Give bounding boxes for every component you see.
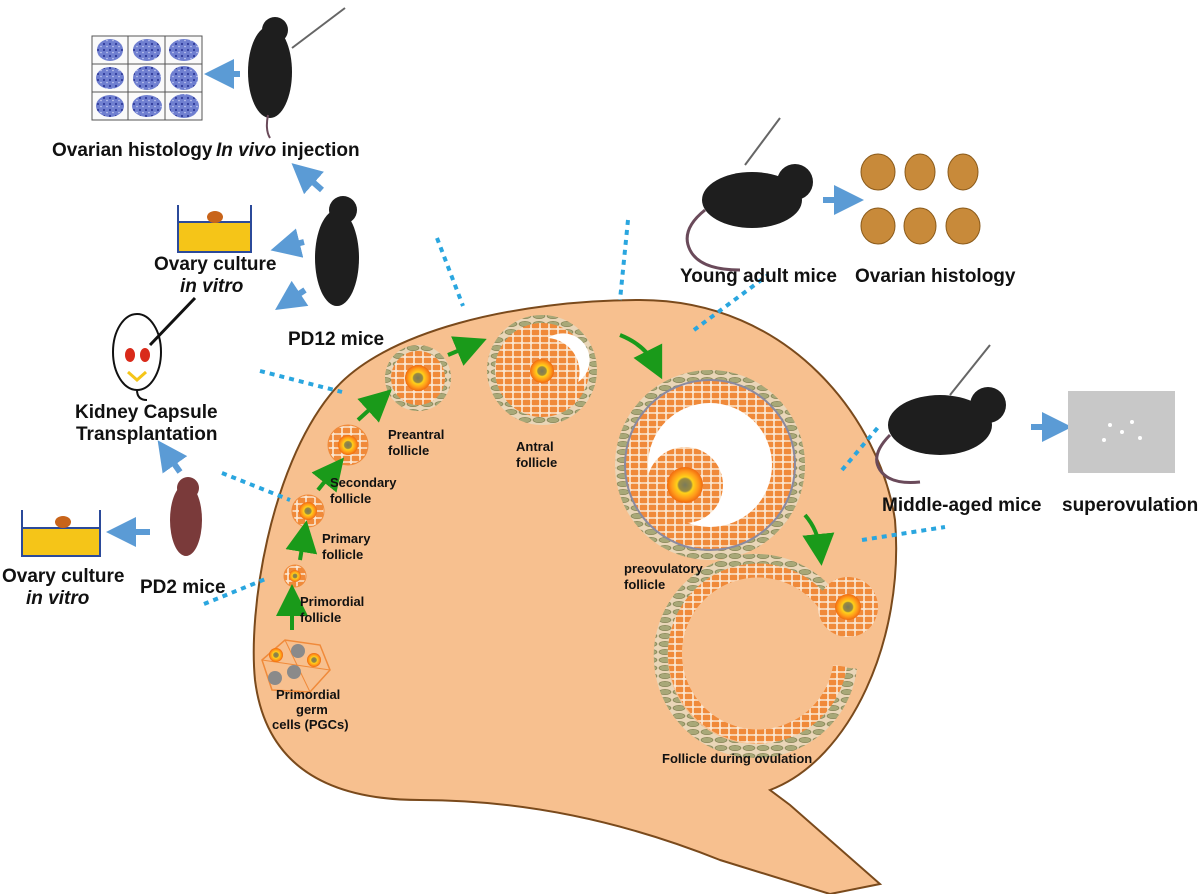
kidney-capsule-mouse — [112, 296, 197, 401]
young-adult-mice-label: Young adult mice — [680, 266, 837, 287]
antral-follicle-label-2: follicle — [516, 455, 558, 470]
ovarian-histology-label-right: Ovarian histology — [855, 266, 1016, 287]
primordial-follicle — [283, 564, 307, 588]
mouse-injection-top — [248, 17, 292, 139]
stage-progression-arrows — [276, 333, 835, 630]
preantral-follicle-label-2: follicle — [388, 443, 430, 458]
mouse-young-adult — [685, 164, 813, 272]
primary-follicle — [291, 494, 325, 528]
in-vitro-label-top: in vitro — [180, 276, 244, 297]
in-vitro-label-bottom: in vitro — [26, 588, 90, 609]
secondary-follicle — [327, 424, 369, 466]
in-vivo-injection-label: In vivo injection — [216, 140, 360, 162]
syringe-icon — [291, 7, 346, 49]
primary-follicle-label-2: follicle — [322, 547, 364, 562]
model-arrows — [106, 59, 1072, 547]
pgc-label-2: germ — [296, 702, 328, 717]
pgc-label-3: cells (PGCs) — [272, 717, 349, 732]
pd2-mice-label: PD2 mice — [140, 577, 226, 598]
syringe-icon-3 — [949, 344, 991, 396]
superovulation-image — [1068, 391, 1175, 473]
ovulation-follicle-label: Follicle during ovulation — [662, 751, 813, 766]
ovary-culture-label-top: Ovary culture — [154, 254, 277, 275]
pgc-label-1: Primordial — [276, 687, 341, 702]
injection-text: injection — [276, 140, 360, 161]
preovulatory-follicle — [615, 370, 805, 560]
secondary-follicle-label-1: Secondary — [330, 475, 397, 490]
middle-aged-mice-label: Middle-aged mice — [882, 495, 1042, 516]
kidney-capsule-label-1: Kidney Capsule — [75, 402, 218, 423]
primordial-follicle-label-2: follicle — [300, 610, 342, 625]
preovulatory-follicle-label-2: follicle — [624, 577, 666, 592]
primary-follicle-label-1: Primary — [322, 531, 371, 546]
primordial-follicle-label-1: Primordial — [300, 594, 365, 609]
superovulation-label: superovulation — [1062, 495, 1199, 516]
preantral-follicle — [385, 345, 451, 411]
antral-follicle — [487, 315, 597, 425]
pd12-mice-label: PD12 mice — [288, 329, 385, 350]
syringe-icon-2 — [744, 117, 781, 166]
pgc-cluster — [261, 639, 331, 693]
kidney-capsule-label-2: Transplantation — [76, 424, 218, 445]
culture-dish-top — [177, 205, 252, 253]
mouse-pd2 — [170, 477, 202, 556]
secondary-follicle-label-2: follicle — [330, 491, 372, 506]
in-vivo-text: In vivo — [216, 140, 277, 161]
culture-dish-bottom — [21, 510, 101, 557]
preantral-follicle-label-1: Preantral — [388, 427, 445, 442]
mouse-middle-aged — [875, 387, 1006, 484]
ovary-samples — [860, 153, 981, 245]
antral-follicle-label-1: Antral — [516, 439, 554, 454]
ovary-culture-label-bottom: Ovary culture — [2, 566, 125, 587]
dotted-connector-lines — [203, 219, 946, 606]
ovulating-follicle — [653, 553, 878, 758]
mouse-pd12 — [315, 196, 359, 306]
preovulatory-follicle-label-1: preovulatory — [624, 561, 703, 576]
ovarian-histology-grid — [91, 35, 203, 121]
ovarian-histology-label-top: Ovarian histology — [52, 140, 213, 161]
